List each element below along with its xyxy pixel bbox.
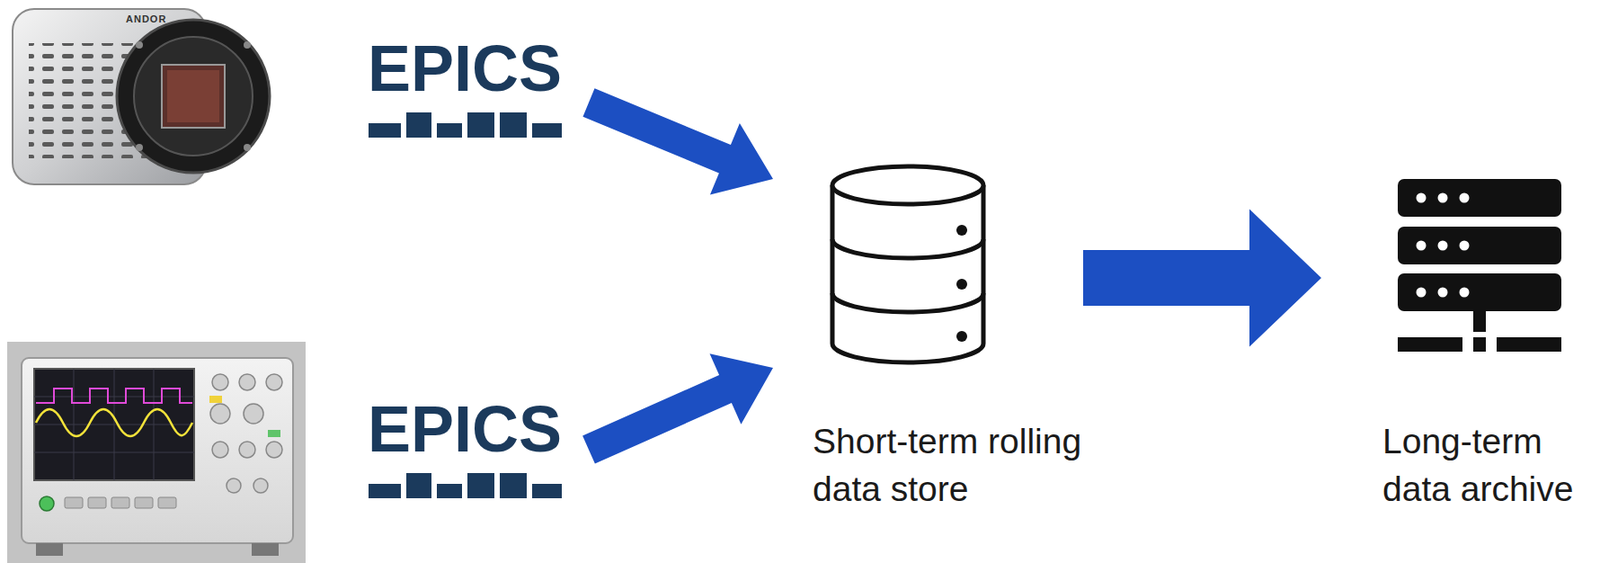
logo-text: EPICS bbox=[367, 35, 569, 101]
database-icon bbox=[826, 163, 989, 369]
epics-bar-block bbox=[467, 472, 495, 498]
flow-arrow bbox=[582, 88, 774, 195]
data-store-node: Short-term rolling data store bbox=[773, 157, 1084, 519]
node-label: Long-term data archive bbox=[1382, 417, 1593, 513]
oscilloscope-illustration bbox=[7, 341, 306, 563]
server-unit bbox=[1397, 226, 1562, 265]
database-divider bbox=[832, 239, 984, 258]
epics-bar-block bbox=[499, 472, 527, 498]
server-light bbox=[1416, 193, 1427, 204]
flow-arrow bbox=[582, 353, 774, 463]
server-base bbox=[1496, 337, 1562, 352]
epics-bar-block bbox=[499, 112, 527, 138]
server-light bbox=[1416, 240, 1427, 251]
epics-bar bbox=[368, 112, 562, 138]
database-dot bbox=[956, 330, 968, 342]
epics-logo: EPICS bbox=[367, 35, 569, 140]
server-base bbox=[1473, 311, 1486, 332]
server-light bbox=[1416, 287, 1427, 298]
server-light bbox=[1438, 240, 1449, 251]
server-icon bbox=[1397, 178, 1562, 354]
database-divider bbox=[832, 293, 984, 312]
epics-bar-block bbox=[532, 483, 562, 498]
server-light bbox=[1438, 193, 1449, 204]
epics-bar-block bbox=[436, 483, 463, 498]
server-light bbox=[1459, 240, 1470, 251]
flow-arrow bbox=[1083, 209, 1322, 347]
node-label: Short-term rolling data store bbox=[812, 417, 1084, 513]
epics-bar bbox=[368, 472, 562, 498]
logo-text: EPICS bbox=[367, 396, 569, 462]
server-unit bbox=[1397, 178, 1562, 217]
server-light bbox=[1438, 287, 1449, 298]
brand-label: ANDOR bbox=[125, 13, 167, 25]
epics-logo: EPICS bbox=[367, 396, 569, 500]
epics-bar-block bbox=[532, 123, 562, 138]
epics-bar-block bbox=[406, 112, 432, 138]
server-light bbox=[1459, 287, 1470, 298]
server-light bbox=[1459, 193, 1470, 204]
epics-bar-block bbox=[368, 483, 401, 498]
epics-bar-block bbox=[368, 123, 401, 138]
epics-bar-block bbox=[406, 472, 432, 498]
server-base bbox=[1473, 337, 1486, 352]
archive-server-node: Long-term data archive bbox=[1382, 157, 1593, 519]
database-body bbox=[832, 185, 984, 363]
server-base bbox=[1397, 337, 1463, 352]
database-dot bbox=[956, 278, 968, 290]
database-dot bbox=[956, 224, 968, 236]
server-unit bbox=[1397, 273, 1562, 312]
epics-bar-block bbox=[436, 123, 463, 138]
epics-bar-block bbox=[467, 112, 495, 138]
camera-illustration bbox=[12, 8, 270, 185]
database-top bbox=[832, 166, 984, 205]
